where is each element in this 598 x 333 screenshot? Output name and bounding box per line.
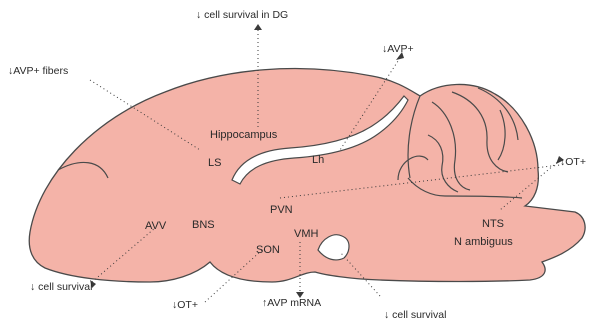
label-bns: BNS — [192, 219, 215, 231]
callout-lower-left: ↓ cell survival — [30, 281, 92, 293]
label-avv: AVV — [145, 220, 167, 232]
label-ls: LS — [208, 157, 221, 169]
label-pvn: PVN — [270, 204, 293, 216]
arrowhead-top-icon — [254, 24, 262, 30]
callout-upper-left: ↓AVP+ fibers — [8, 65, 68, 77]
label-lh: Lh — [312, 154, 324, 166]
callout-top: ↓ cell survival in DG — [196, 9, 288, 21]
callout-right: ↓OT+ — [560, 156, 586, 168]
callout-bottom-left: ↓OT+ — [172, 299, 198, 311]
label-nambiguus: N ambiguus — [454, 236, 513, 248]
callout-bottom-center: ↑AVP mRNA — [262, 297, 321, 309]
label-nts: NTS — [482, 218, 504, 230]
brain-silhouette — [29, 69, 585, 282]
callout-bottom-right: ↓ cell survival — [384, 309, 446, 321]
label-vmh: VMH — [294, 228, 319, 240]
callout-upper-right: ↓AVP+ — [382, 43, 414, 55]
label-hippocampus: Hippocampus — [210, 129, 278, 141]
label-son: SON — [256, 244, 280, 256]
